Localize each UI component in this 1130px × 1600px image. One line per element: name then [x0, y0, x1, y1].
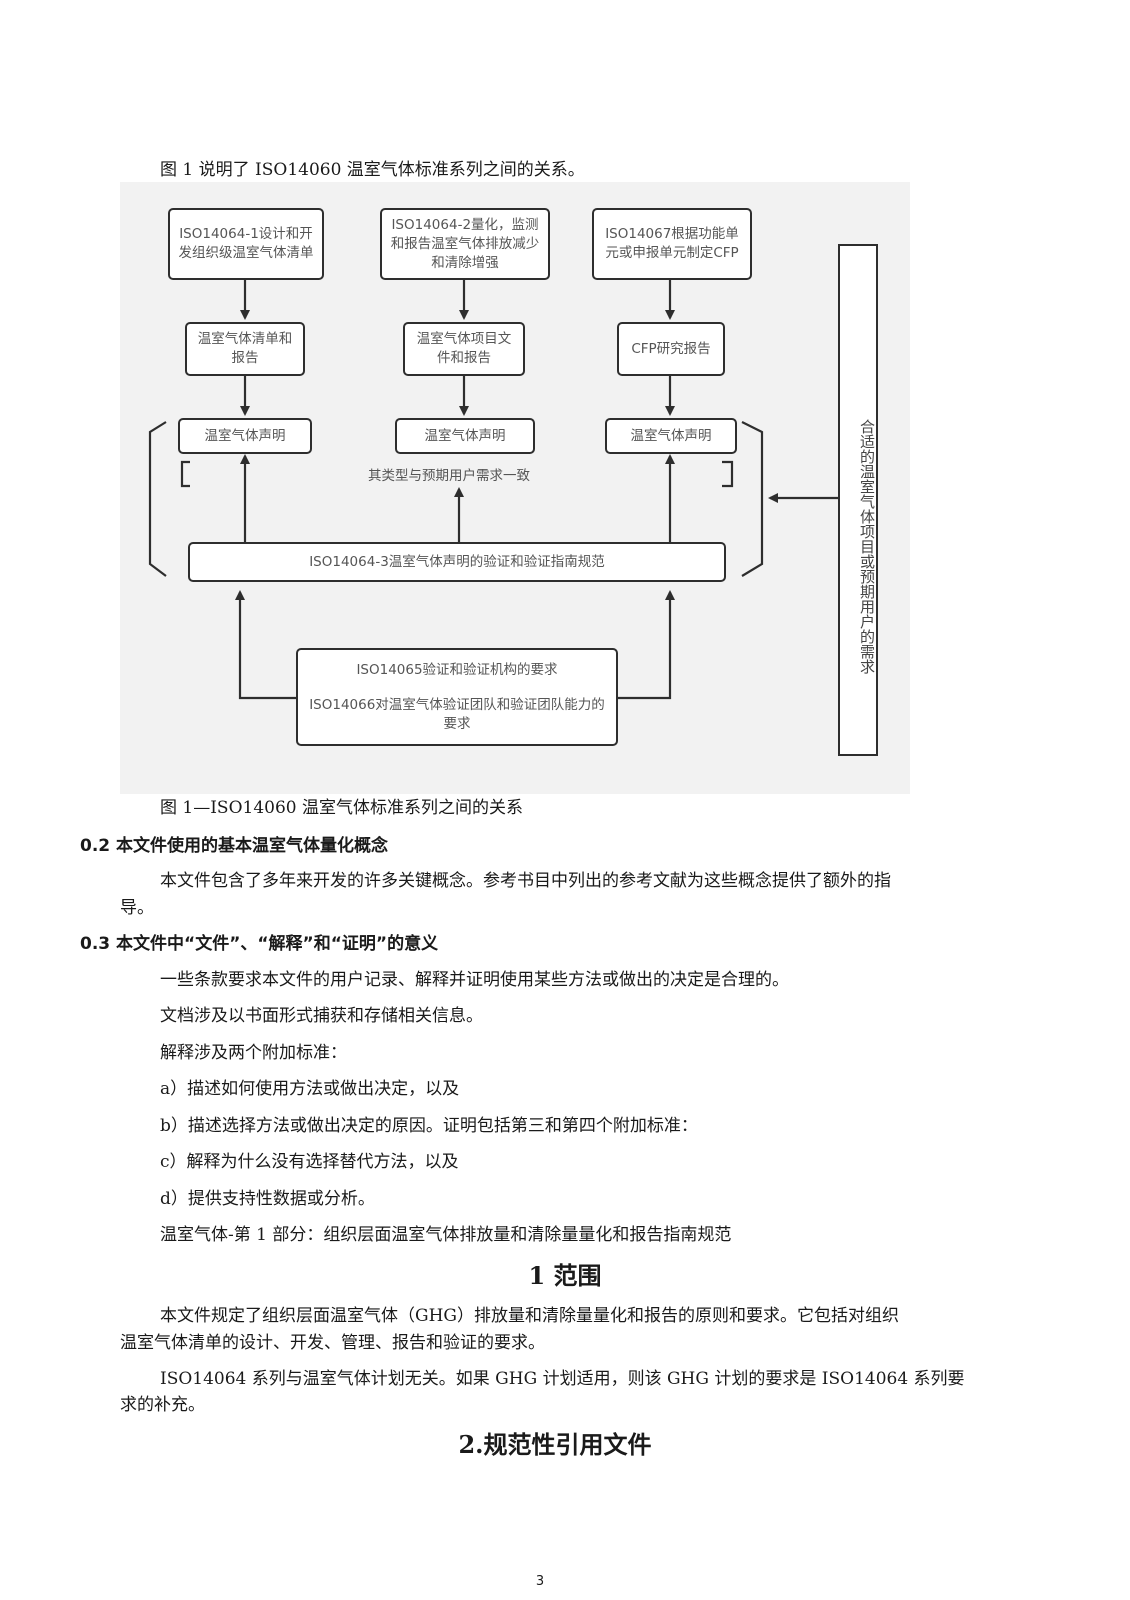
section-0-3-line: d）提供支持性数据或分析。 [160, 1189, 375, 1209]
iso14065-14066-box: ISO14065验证和验证机构的要求 ISO14066对温室气体验证团队和验证团… [296, 648, 618, 746]
section-1-heading: 1 范围 [528, 1261, 602, 1290]
user-needs-side-box: 合适的温室气体项目或预期用户的需求 [838, 244, 878, 756]
section-0-2-para-cont: 导。 [120, 898, 154, 918]
iso14065-text: ISO14065验证和验证机构的要求 [356, 661, 558, 678]
iso14064-3-verification-box: ISO14064-3温室气体声明的验证和验证指南规范 [188, 542, 726, 582]
section-1-para2: ISO14064 系列与温室气体计划无关。如果 GHG 计划适用，则该 GHG … [160, 1369, 965, 1389]
section-0-3-line: b）描述选择方法或做出决定的原因。证明包括第三和第四个附加标准： [160, 1116, 698, 1136]
section-1-para1: 本文件规定了组织层面温室气体（GHG）排放量和清除量量化和报告的原则和要求。它包… [160, 1306, 899, 1326]
section-2-heading: 2.规范性引用文件 [458, 1430, 652, 1459]
iso14064-1-box: ISO14064-1设计和开发组织级温室气体清单 [168, 208, 324, 280]
section-0-3-heading: 0.3 本文件中“文件”、“解释”和“证明”的意义 [80, 934, 439, 954]
section-0-2-heading: 0.2 本文件使用的基本温室气体量化概念 [80, 836, 389, 856]
iso14067-box: ISO14067根据功能单元或申报单元制定CFP [592, 208, 752, 280]
section-0-3-line: a）描述如何使用方法或做出决定，以及 [160, 1079, 460, 1099]
ghg-claim-box-3: 温室气体声明 [605, 418, 737, 454]
iso-relationship-diagram: ISO14064-1设计和开发组织级温室气体清单 ISO14064-2量化，监测… [120, 182, 910, 794]
ghg-claim-box-2: 温室气体声明 [395, 418, 535, 454]
section-0-3-line: c）解释为什么没有选择替代方法，以及 [160, 1152, 459, 1172]
section-1-para2-cont: 求的补充。 [120, 1395, 205, 1415]
page-number: 3 [535, 1574, 545, 1589]
figure-caption: 图 1—ISO14060 温室气体标准系列之间的关系 [160, 798, 524, 818]
ghg-inventory-report-box: 温室气体清单和报告 [185, 322, 305, 376]
section-0-3-line: 解释涉及两个附加标准： [160, 1043, 347, 1063]
diagram-connectors [148, 280, 838, 700]
ghg-claim-box-1: 温室气体声明 [178, 418, 312, 454]
cfp-report-box: CFP研究报告 [617, 322, 725, 376]
section-0-3-line: 温室气体-第 1 部分：组织层面温室气体排放量和清除量量化和报告指南规范 [160, 1225, 732, 1245]
section-1-para1-cont: 温室气体清单的设计、开发、管理、报告和验证的要求。 [120, 1333, 545, 1353]
figure-intro: 图 1 说明了 ISO14060 温室气体标准系列之间的关系。 [160, 160, 585, 180]
consistency-note: 其类型与预期用户需求一致 [368, 468, 530, 484]
iso14066-text: ISO14066对温室气体验证团队和验证团队能力的要求 [309, 696, 605, 732]
section-0-2-para: 本文件包含了多年来开发的许多关键概念。参考书目中列出的参考文献为这些概念提供了额… [160, 871, 891, 891]
ghg-project-report-box: 温室气体项目文件和报告 [403, 322, 525, 376]
iso14064-2-box: ISO14064-2量化，监测和报告温室气体排放减少和清除增强 [380, 208, 550, 280]
section-0-3-line: 文档涉及以书面形式捕获和存储相关信息。 [160, 1006, 483, 1026]
section-0-3-line: 一些条款要求本文件的用户记录、解释并证明使用某些方法或做出的决定是合理的。 [160, 970, 789, 990]
